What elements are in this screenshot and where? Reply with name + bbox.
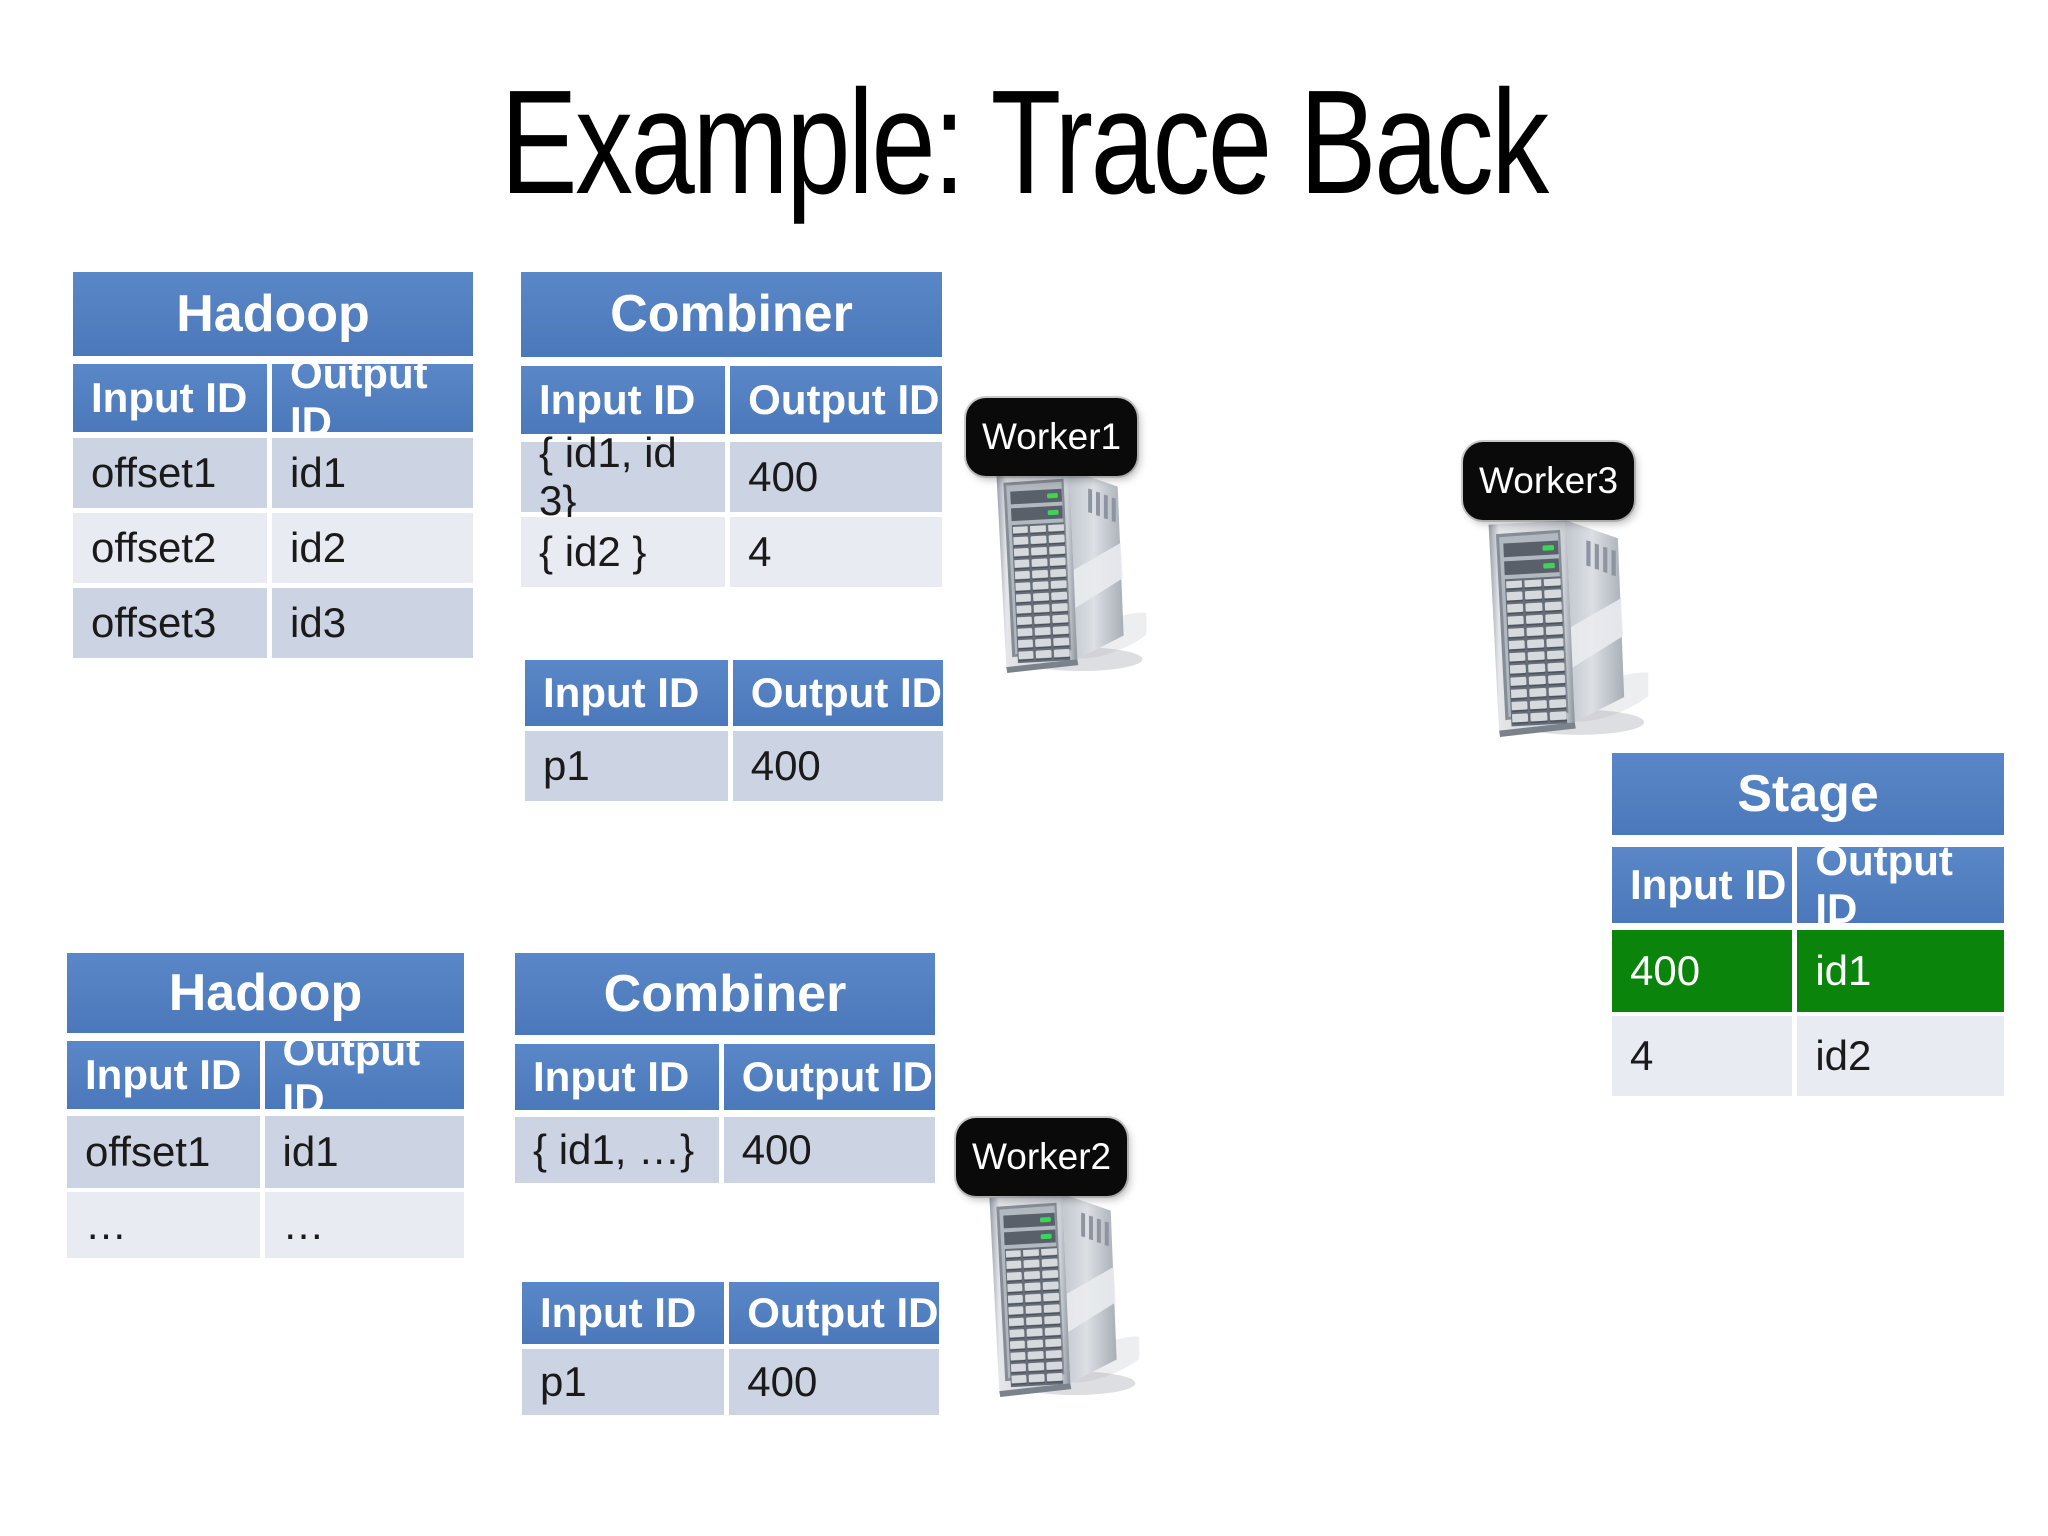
table-row: offset1 id1 bbox=[73, 438, 473, 508]
table-row: p1 400 bbox=[525, 731, 943, 801]
server-tower-icon bbox=[1466, 512, 1652, 738]
table-cell: offset3 bbox=[73, 588, 267, 658]
slide-title: Example: Trace Back bbox=[500, 60, 1550, 225]
table-cell: 400 bbox=[723, 1117, 935, 1183]
table-row: { id1, id 3} 400 bbox=[521, 429, 942, 524]
table-hadoop-bottom: Hadoop Input ID Output ID offset1 id1 … … bbox=[67, 953, 464, 1263]
table-cell: { id2 } bbox=[521, 517, 726, 587]
table-title: Combiner bbox=[521, 272, 942, 357]
table-title: Stage bbox=[1612, 753, 2004, 835]
table-title: Hadoop bbox=[73, 272, 473, 356]
table-cell: offset1 bbox=[73, 438, 267, 508]
column-header-input-id: Input ID bbox=[67, 1041, 260, 1109]
column-header-input-id: Input ID bbox=[515, 1044, 719, 1110]
column-header-input-id: Input ID bbox=[525, 660, 728, 726]
table-row: p1 400 bbox=[522, 1349, 939, 1415]
table-row: offset1 id1 bbox=[67, 1116, 464, 1188]
table-hadoop-top: Hadoop Input ID Output ID offset1 id1 of… bbox=[73, 272, 473, 663]
table-title: Hadoop bbox=[67, 953, 464, 1033]
table-cell: 400 bbox=[729, 1349, 939, 1415]
column-header-output-id: Output ID bbox=[730, 366, 942, 434]
worker3-label: Worker3 bbox=[1463, 442, 1635, 520]
table-row: offset2 id2 bbox=[73, 513, 473, 583]
table-cell: p1 bbox=[525, 731, 728, 801]
column-header-input-id: Input ID bbox=[73, 364, 267, 432]
table-cell: id1 bbox=[264, 1116, 464, 1188]
worker2-label: Worker2 bbox=[956, 1118, 1128, 1196]
table-combiner-bottom: Combiner Input ID Output ID { id1, …} 40… bbox=[515, 953, 935, 1188]
table-row: offset3 id3 bbox=[73, 588, 473, 658]
column-header-output-id: Output ID bbox=[1797, 837, 2004, 932]
table-row: 4 id2 bbox=[1612, 1016, 2004, 1096]
column-header-output-id: Output ID bbox=[264, 1027, 464, 1122]
table-cell: p1 bbox=[522, 1349, 725, 1415]
table-cell: 400 bbox=[730, 442, 942, 512]
table-row: { id2 } 4 bbox=[521, 517, 942, 587]
server-tower-icon bbox=[975, 462, 1150, 674]
column-header-input-id: Input ID bbox=[521, 366, 726, 434]
table-cell: … bbox=[67, 1192, 260, 1258]
table-cell: id3 bbox=[272, 588, 473, 658]
table-cell: 4 bbox=[730, 517, 942, 587]
table-mapper-bottom: Input ID Output ID p1 400 bbox=[522, 1282, 939, 1420]
table-row: { id1, …} 400 bbox=[515, 1117, 935, 1183]
column-header-output-id: Output ID bbox=[272, 350, 473, 445]
table-cell: { id1, …} bbox=[515, 1117, 719, 1183]
table-row-highlighted: 400 id1 bbox=[1612, 930, 2004, 1012]
column-header-output-id: Output ID bbox=[729, 1282, 939, 1344]
table-cell: 400 bbox=[732, 731, 943, 801]
column-header-input-id: Input ID bbox=[1612, 847, 1793, 923]
table-mapper-top: Input ID Output ID p1 400 bbox=[525, 660, 943, 806]
column-header-output-id: Output ID bbox=[732, 660, 943, 726]
table-cell: … bbox=[264, 1192, 464, 1258]
table-title: Combiner bbox=[515, 953, 935, 1035]
table-stage: Stage Input ID Output ID 400 id1 4 id2 bbox=[1612, 753, 2004, 1101]
table-cell: id2 bbox=[272, 513, 473, 583]
table-cell: 400 bbox=[1612, 930, 1793, 1012]
table-row: … … bbox=[67, 1192, 464, 1258]
column-header-input-id: Input ID bbox=[522, 1282, 725, 1344]
table-cell: 4 bbox=[1612, 1016, 1793, 1096]
table-cell: id1 bbox=[1797, 930, 2004, 1012]
table-cell: offset2 bbox=[73, 513, 267, 583]
table-combiner-top: Combiner Input ID Output ID { id1, id 3}… bbox=[521, 272, 942, 592]
server-tower-icon bbox=[968, 1186, 1143, 1398]
table-cell: { id1, id 3} bbox=[521, 429, 726, 524]
column-header-output-id: Output ID bbox=[723, 1044, 935, 1110]
worker1-label: Worker1 bbox=[966, 398, 1138, 476]
table-cell: id1 bbox=[272, 438, 473, 508]
table-cell: offset1 bbox=[67, 1116, 260, 1188]
table-cell: id2 bbox=[1797, 1016, 2004, 1096]
